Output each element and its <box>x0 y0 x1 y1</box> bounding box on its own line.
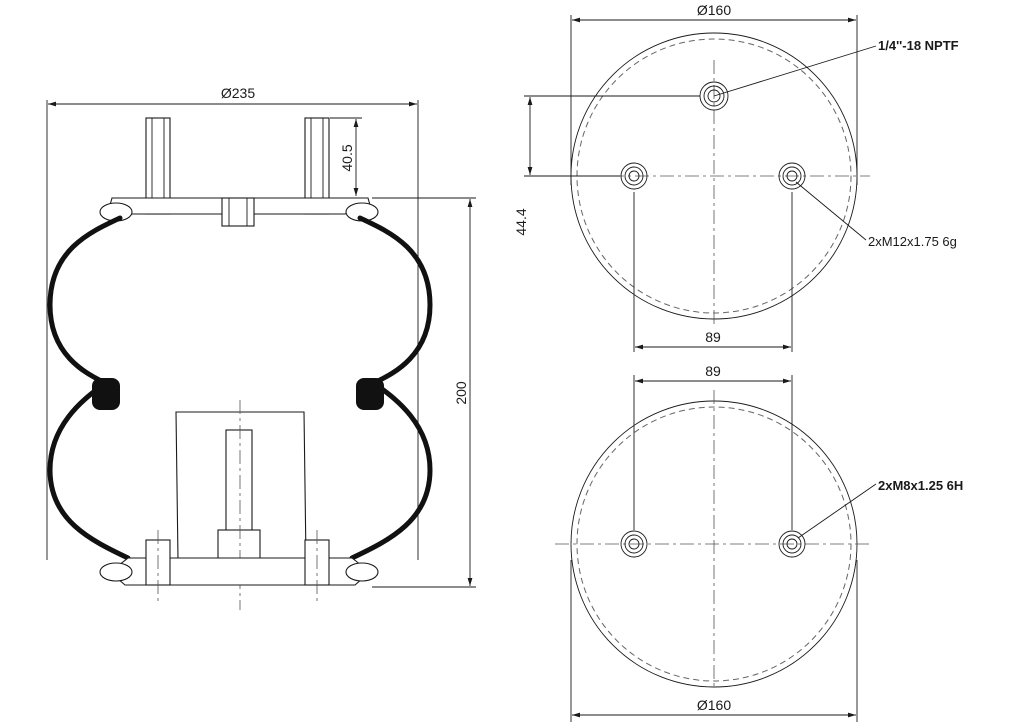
bottom-plate-view: 89 2xM8x1.25 6H Ø160 <box>555 363 963 722</box>
top-diameter-label: Ø160 <box>697 2 731 18</box>
port-offset-label: 44.4 <box>513 208 529 235</box>
bottom-bead-plate <box>99 530 379 604</box>
top-hole-spacing-label: 89 <box>705 329 721 345</box>
bottom-thread-callout: 2xM8x1.25 6H <box>878 478 963 493</box>
air-port-leader <box>713 45 877 97</box>
girdle-ring-right <box>356 378 384 410</box>
height-200-label: 200 <box>453 381 469 405</box>
bottom-thread-leader <box>797 483 877 539</box>
diameter-235-label: Ø235 <box>221 85 255 101</box>
bottom-stud-hole-left <box>620 530 648 558</box>
top-plate-view: Ø160 44.4 89 1/4''-1 <box>513 2 959 352</box>
stud-height-label: 40.5 <box>339 144 355 171</box>
top-thread-leader <box>795 181 867 241</box>
bottom-diameter-label: Ø160 <box>697 697 731 713</box>
girdle-ring-left <box>92 378 120 410</box>
top-stud-hole-left <box>620 162 648 190</box>
top-stud-hole-right <box>778 162 806 190</box>
air-port-callout: 1/4''-18 NPTF <box>878 38 959 53</box>
bottom-stud-hole-right <box>778 530 806 558</box>
bottom-hole-spacing-label: 89 <box>705 363 721 379</box>
rubber-bellows <box>47 215 433 561</box>
side-view: Ø235 40.5 <box>46 85 476 610</box>
top-bead-plate <box>99 197 379 227</box>
top-thread-callout: 2xM12x1.75 6g <box>868 234 957 249</box>
